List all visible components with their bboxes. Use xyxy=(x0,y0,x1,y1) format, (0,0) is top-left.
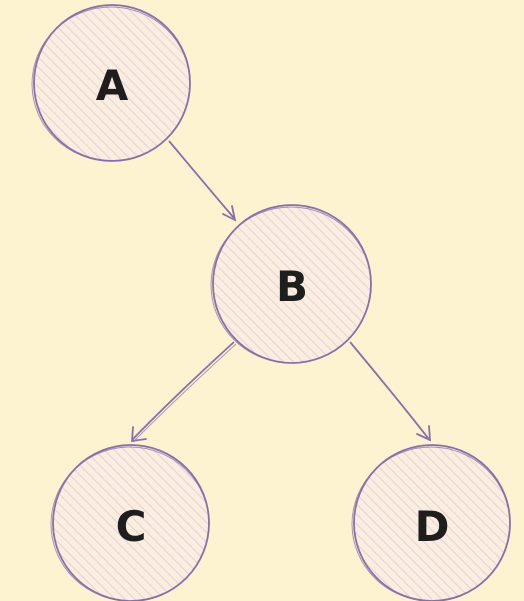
node-b-label: B xyxy=(276,262,308,311)
node-d[interactable]: D xyxy=(351,444,511,601)
edge-b-d xyxy=(349,341,432,442)
node-a[interactable]: A xyxy=(31,4,191,162)
edge-a-b xyxy=(168,140,237,222)
node-a-label: A xyxy=(96,61,129,110)
edge-b-c xyxy=(131,341,237,443)
node-c-label: C xyxy=(116,502,147,551)
node-d-label: D xyxy=(415,502,450,551)
node-b[interactable]: B xyxy=(210,204,372,364)
node-c[interactable]: C xyxy=(50,444,210,601)
